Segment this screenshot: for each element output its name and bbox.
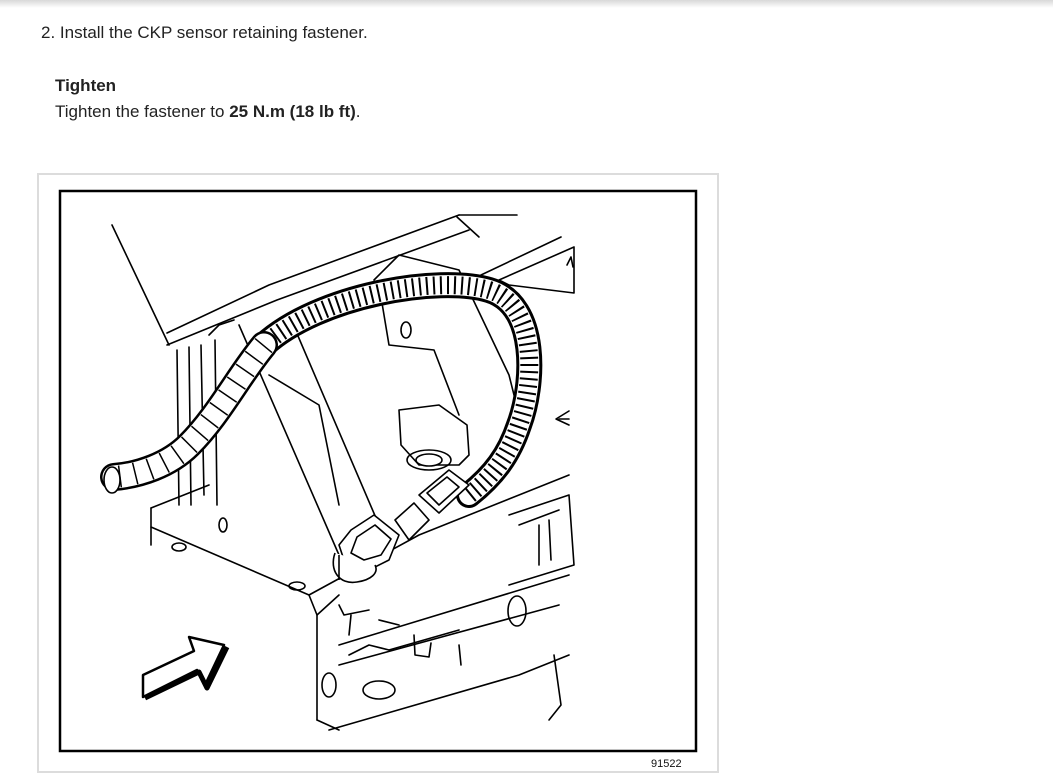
figure-code: 91522 bbox=[651, 758, 682, 770]
tighten-spec: Tighten the fastener to 25 N.m (18 lb ft… bbox=[55, 99, 361, 125]
tighten-title: Tighten bbox=[55, 76, 117, 95]
figure-frame: 91522 bbox=[37, 173, 719, 773]
torque-value: 25 N.m (18 lb ft) bbox=[229, 102, 356, 121]
tighten-block: Tighten Tighten the fastener to 25 N.m (… bbox=[55, 73, 361, 125]
step-instruction: 2. Install the CKP sensor retaining fast… bbox=[41, 22, 368, 44]
top-shadow bbox=[0, 0, 1053, 8]
ckp-sensor bbox=[332, 469, 470, 584]
ckp-sensor-illustration bbox=[58, 189, 698, 753]
step-text: Install the CKP sensor retaining fastene… bbox=[59, 23, 368, 42]
tighten-prefix: Tighten the fastener to bbox=[55, 102, 230, 121]
wiring-harness bbox=[100, 272, 543, 508]
direction-arrow bbox=[141, 635, 230, 701]
tighten-suffix: . bbox=[355, 102, 361, 121]
step-number: 2. bbox=[41, 23, 56, 42]
